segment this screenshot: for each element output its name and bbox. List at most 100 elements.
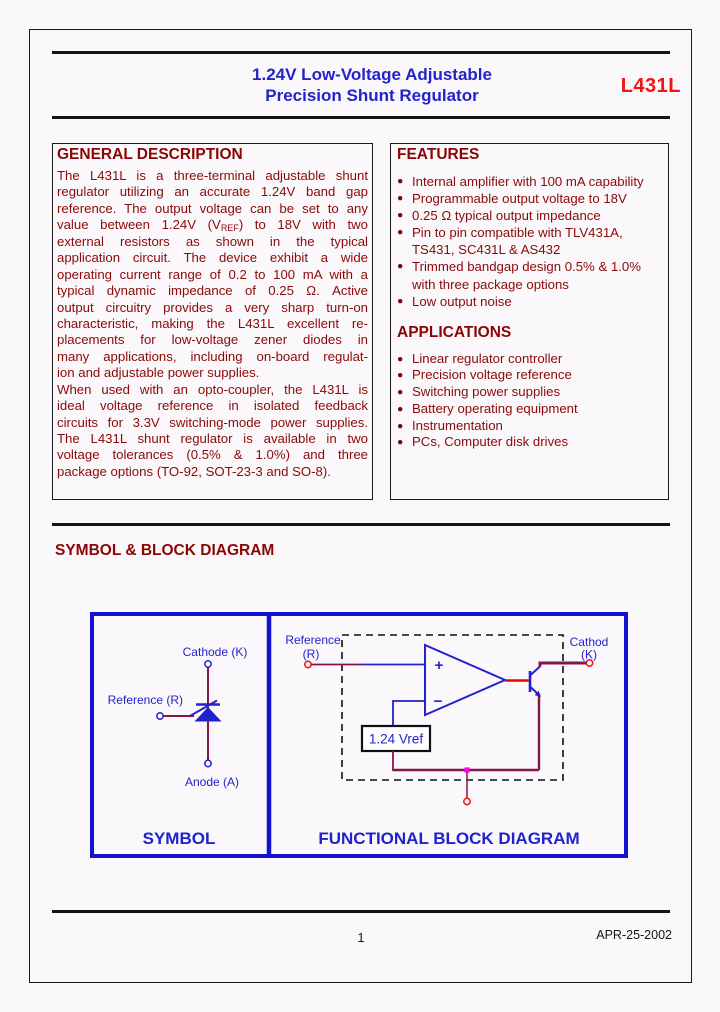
general-description-text: The L431L is a three-terminal adjustable… <box>57 168 368 480</box>
bullet-item: ● Trimmed bandgap design 0.5% & 1.0% with… <box>397 258 662 292</box>
description-line: typical dynamic impedance of 0.25 Ω. Act… <box>57 283 368 299</box>
opamp-plus-sign: + <box>435 657 444 674</box>
section-divider-rule <box>52 523 670 526</box>
diagram-section-heading: SYMBOL & BLOCK DIAGRAM <box>55 542 275 559</box>
bullet-text: Precision voltage reference <box>412 367 572 383</box>
diagram-frame <box>90 612 628 858</box>
bullet-text: Trimmed bandgap design 0.5% & 1.0% with … <box>412 259 641 292</box>
block-cathode-label-line1: Cathod <box>570 635 609 649</box>
general-description-heading: GENERAL DESCRIPTION <box>57 146 243 163</box>
description-line: voltage tolerances (0.5% & 1.0%) and thr… <box>57 447 368 463</box>
anode-junction-dot <box>464 767 470 773</box>
bullet-text: Low output noise <box>412 293 512 309</box>
part-number: L431L <box>620 75 681 97</box>
opamp-icon <box>424 643 508 717</box>
description-line: ideal voltage reference in isolated feed… <box>57 398 368 414</box>
doc-title: 1.24V Low-Voltage Adjustable Precision S… <box>102 64 642 106</box>
description-line: regulator utilizing an accurate 1.24V ba… <box>57 184 368 200</box>
bullet-icon: ● <box>397 260 404 273</box>
bullet-text: Switching power supplies <box>412 384 561 400</box>
symbol-anode-label: Anode (A) <box>185 775 239 789</box>
general-description-box: GENERAL DESCRIPTION The L431L is a three… <box>52 143 373 500</box>
bullet-text: Battery operating equipment <box>412 400 578 416</box>
description-line: value between 1.24V (VREF) to 18V with t… <box>57 217 369 234</box>
symbol-reference-strike <box>189 699 218 717</box>
symbol-cathode-label: Cathode (K) <box>183 645 248 659</box>
bullet-text: Pin to pin compatible with TLV431A, TS43… <box>412 225 623 258</box>
transistor-collector <box>529 665 541 676</box>
bullet-text: Linear regulator controller <box>412 350 563 366</box>
bullet-icon: ● <box>397 175 404 187</box>
description-line: reference. The output voltage can be set… <box>57 200 368 216</box>
bullet-item: ● Internal amplifier with 100 mA capabili… <box>397 173 662 190</box>
symbol-diode-triangle <box>194 707 222 722</box>
block-cathode-wire <box>538 661 587 667</box>
bullet-text: Internal amplifier with 100 mA capabilit… <box>412 174 644 189</box>
bullet-item: ● Pin to pin compatible with TLV431A, TS4… <box>397 224 662 258</box>
bullet-icon: ● <box>397 419 404 432</box>
bullet-item: ● Precision voltage reference <box>397 367 662 384</box>
header-bottom-rule <box>52 116 670 119</box>
bullet-icon: ● <box>397 402 404 415</box>
bullet-icon: ● <box>397 294 404 307</box>
block-caption: FUNCTIONAL BLOCK DIAGRAM <box>318 829 579 848</box>
block-ic-boundary <box>341 634 564 781</box>
doc-date: APR-25-2002 <box>596 928 672 942</box>
symbol-block-diagram: Cathode (K) Reference (R) Anode (A) SYMB… <box>90 612 628 858</box>
symbol-caption: SYMBOL <box>143 829 216 848</box>
header-top-rule <box>52 51 670 54</box>
features-heading: FEATURES <box>397 146 480 163</box>
bullet-item: ● Low output noise <box>397 293 662 310</box>
bullet-text: Instrumentation <box>412 417 503 433</box>
vref-label: 1.24 Vref <box>369 732 424 747</box>
block-anode-terminal-icon <box>463 797 471 806</box>
bullet-icon: ● <box>397 386 404 399</box>
vref-box <box>360 724 432 753</box>
description-line: application circuit. The device exhibit … <box>57 250 368 266</box>
opamp-minus-sign: − <box>434 693 443 710</box>
block-cathode-terminal-icon <box>585 659 594 667</box>
bullet-icon: ● <box>397 209 404 222</box>
description-line: package options (TO-92, SOT-23-3 and SO-… <box>57 463 331 479</box>
transistor-emitter-arrow-icon <box>534 690 541 697</box>
bullet-icon: ● <box>397 226 404 239</box>
description-line: output circuitry provides a very sharp t… <box>57 299 368 315</box>
symbol-reference-label: Reference (R) <box>108 693 183 707</box>
description-line: external resistors as shown in the typic… <box>57 233 368 249</box>
bullet-item: ● Instrumentation <box>397 418 662 435</box>
bullet-item: ● 0.25 Ω typical output impedance <box>397 207 662 224</box>
symbol-cathode-terminal-icon <box>204 660 212 668</box>
description-line: many applications, including on-board re… <box>57 348 368 364</box>
description-line: The L431L shunt regulator is available i… <box>57 431 368 446</box>
features-list: ● Internal amplifier with 100 mA capabili… <box>397 173 662 310</box>
bullet-item: ● Battery operating equipment <box>397 401 662 418</box>
page-number: 1 <box>357 930 365 945</box>
title-line-2: Precision Shunt Regulator <box>265 86 479 105</box>
description-line: characteristic, making the L431L excelle… <box>57 315 368 331</box>
bullet-item: ● Programmable output voltage to 18V <box>397 190 662 207</box>
bullet-icon: ● <box>397 192 404 205</box>
description-line: placements for low-voltage zener diodes … <box>57 332 368 348</box>
applications-heading: APPLICATIONS <box>397 323 512 341</box>
bullet-item: ● Switching power supplies <box>397 384 662 401</box>
bullet-icon: ● <box>397 352 404 365</box>
applications-list: ● Linear regulator controller ● Precision v… <box>397 351 662 451</box>
block-feedback-wire <box>392 700 425 726</box>
title-line-1: 1.24V Low-Voltage Adjustable <box>252 65 492 84</box>
description-line: operating current range of 0.2 to 100 mA… <box>57 266 368 282</box>
bullet-icon: ● <box>397 436 404 449</box>
block-reference-label-line1: Reference <box>285 633 341 647</box>
block-reference-label-line2: (R) <box>303 647 320 661</box>
symbol-reference-terminal-icon <box>156 712 164 720</box>
block-cathode-label-line2: (K) <box>581 648 597 662</box>
footer-rule <box>52 910 670 913</box>
description-line: The L431L is a three-terminal adjustable… <box>57 168 368 183</box>
block-reference-terminal-icon <box>304 660 312 669</box>
features-applications-box: FEATURES ● Internal amplifier with 100 mA… <box>390 143 669 500</box>
description-line: ion and adjustable power supplies. <box>57 365 260 381</box>
bullet-icon: ● <box>397 369 404 382</box>
description-line: When used with an opto-coupler, the L431… <box>57 381 368 397</box>
bullet-item: ●PCs, Computer disk drives <box>397 434 662 451</box>
bullet-text: 0.25 Ω typical output impedance <box>412 208 601 224</box>
bullet-text: Programmable output voltage to 18V <box>412 191 627 207</box>
